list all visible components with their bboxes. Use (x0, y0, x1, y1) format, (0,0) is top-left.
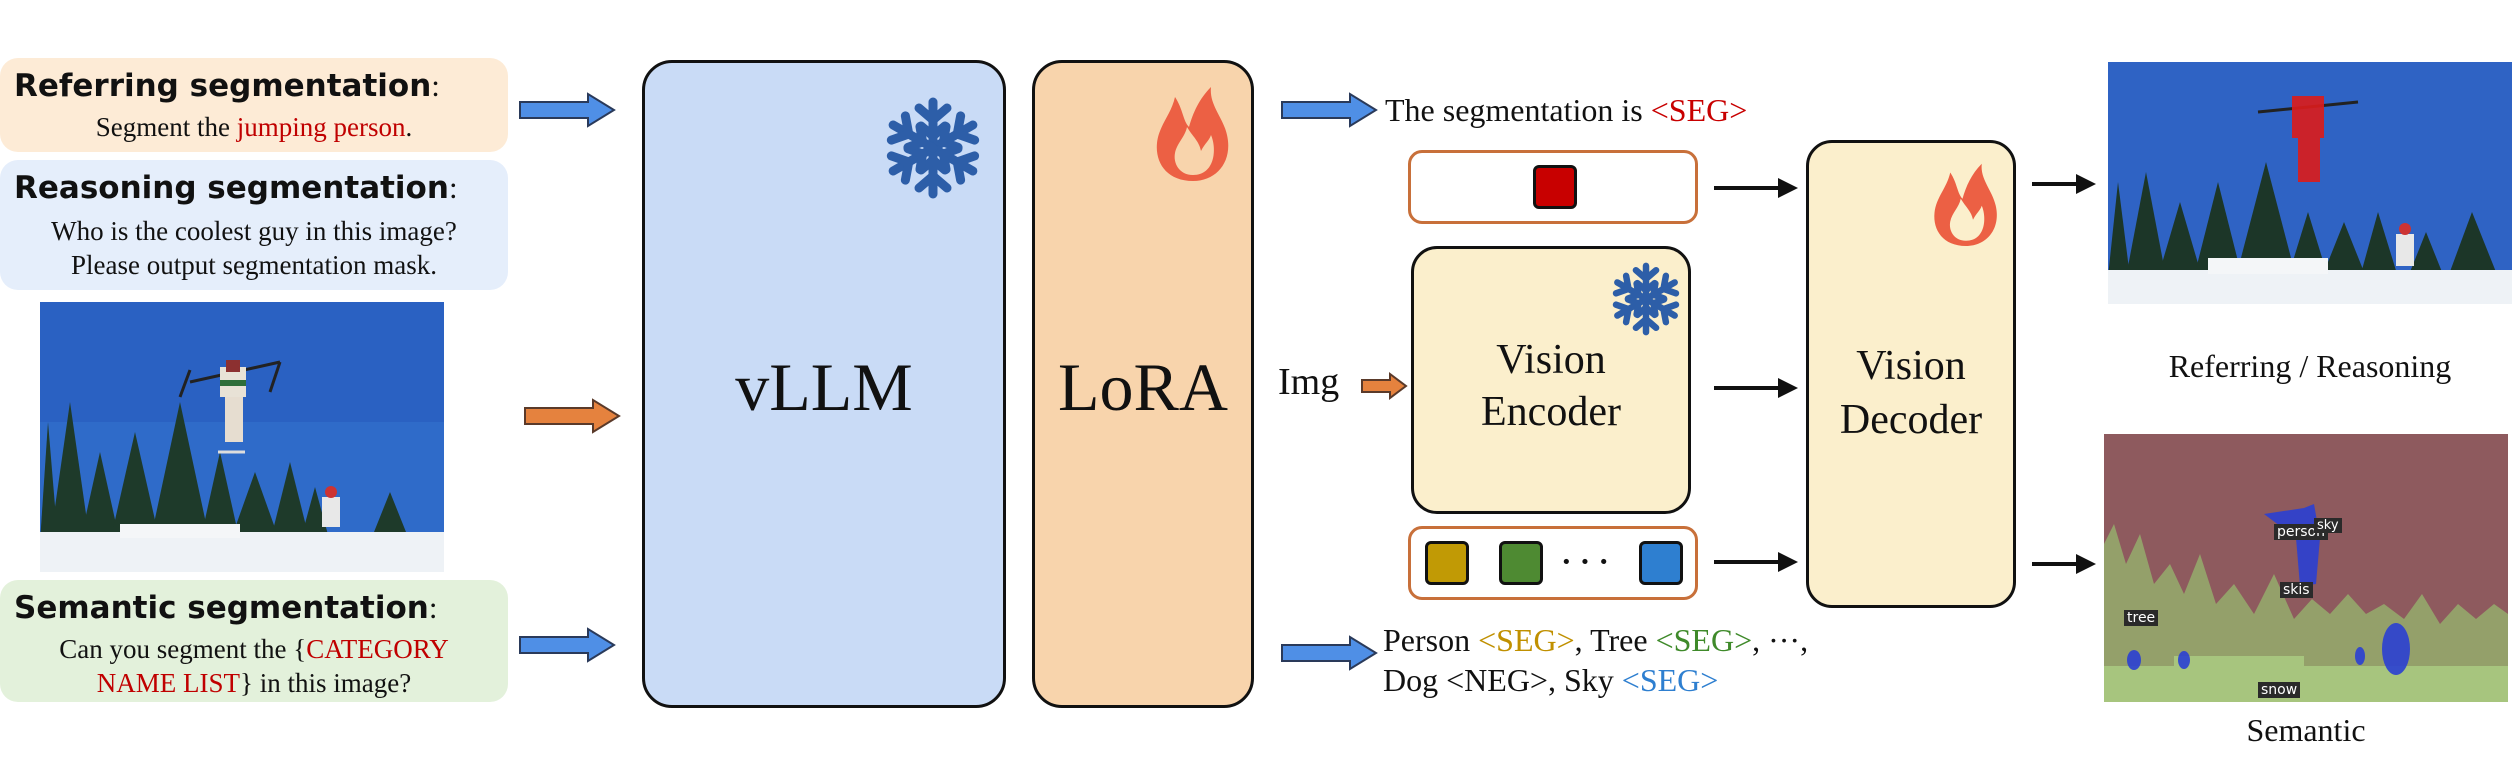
snowflake-icon (883, 97, 983, 203)
yellow-seg-token (1425, 541, 1469, 585)
flame-icon (1156, 87, 1229, 181)
lora-label: LoRA (1058, 349, 1228, 425)
lora-module: LoRA (1032, 60, 1254, 708)
token-ellipsis: · · · (1561, 543, 1610, 579)
arrow-semantic-to-vllm (519, 627, 616, 663)
snowflake-icon (1612, 262, 1680, 336)
vision-decoder-label-line1: Vision (1856, 343, 1966, 389)
seg-label-snow: snow (2258, 682, 2301, 698)
arrow-decoder-to-referring-result (2032, 174, 2096, 194)
semantic-output-line1: Person <SEG>, Tree <SEG>, ···, (1383, 622, 1809, 658)
reasoning-prompt-line1: Who is the coolest guy in this image? (51, 216, 457, 246)
seg-label-tree: tree (2124, 610, 2159, 626)
vllm-module: vLLM (642, 60, 1006, 708)
semantic-prompt-title: Semantic segmentation: (14, 590, 438, 626)
vision-decoder-label-line2: Decoder (1839, 397, 1983, 443)
referring-output-text: The segmentation is <SEG> (1385, 92, 1748, 128)
semantic-token-box: · · · (1408, 526, 1698, 600)
referring-prompt-text: Segment the jumping person. (95, 112, 413, 142)
arrow-referring-to-vllm (519, 92, 616, 128)
seg-label-skis: skis (2280, 582, 2313, 598)
arrow-decoder-to-semantic-result (2032, 554, 2096, 574)
seg-label-sky: sky (2314, 518, 2342, 533)
reasoning-prompt-box: Reasoning segmentation: Who is the coole… (0, 160, 508, 290)
vision-encoder-module: Vision Encoder (1411, 246, 1691, 514)
blue-seg-token (1639, 541, 1683, 585)
arrow-semantic-tokens-to-decoder (1714, 552, 1798, 572)
img-label: Img (1278, 361, 1340, 403)
arrow-lora-to-referring-output (1281, 92, 1378, 128)
arrow-lora-to-semantic-output (1281, 635, 1378, 671)
red-seg-token (1533, 165, 1577, 209)
referring-result-image (2108, 62, 2512, 304)
reasoning-prompt-title: Reasoning segmentation: (14, 170, 458, 206)
semantic-prompt-line2: NAME LIST} in this image? (96, 668, 412, 698)
arrow-referring-token-to-decoder (1714, 178, 1798, 198)
arrow-encoder-to-decoder (1714, 378, 1798, 398)
semantic-prompt-box: Semantic segmentation: Can you segment t… (0, 580, 508, 702)
arrow-image-to-vllm (524, 398, 621, 434)
reasoning-prompt-line2: Please output segmentation mask. (71, 250, 437, 280)
referring-highlight: jumping person (236, 112, 406, 142)
vision-decoder-module: Vision Decoder (1806, 140, 2016, 608)
seg-token-text: <SEG> (1650, 92, 1748, 128)
input-image (40, 302, 444, 572)
semantic-output-line2: Dog <NEG>, Sky <SEG> (1383, 662, 1719, 698)
green-seg-token (1499, 541, 1543, 585)
semantic-result-image: person sky skis tree snow (2104, 434, 2508, 702)
referring-result-caption: Referring / Reasoning (2168, 348, 2452, 384)
semantic-result-caption: Semantic (2246, 712, 2366, 748)
referring-token-box (1408, 150, 1698, 224)
vision-encoder-label-line1: Vision (1496, 337, 1606, 383)
semantic-prompt-line1: Can you segment the {CATEGORY (59, 634, 449, 664)
referring-prompt-title: Referring segmentation: (14, 68, 440, 104)
referring-prompt-box: Referring segmentation: Segment the jump… (0, 58, 508, 152)
vllm-label: vLLM (735, 349, 913, 425)
vision-encoder-label-line2: Encoder (1481, 389, 1621, 435)
arrow-img-to-encoder (1361, 372, 1408, 400)
flame-icon (1934, 163, 1997, 246)
